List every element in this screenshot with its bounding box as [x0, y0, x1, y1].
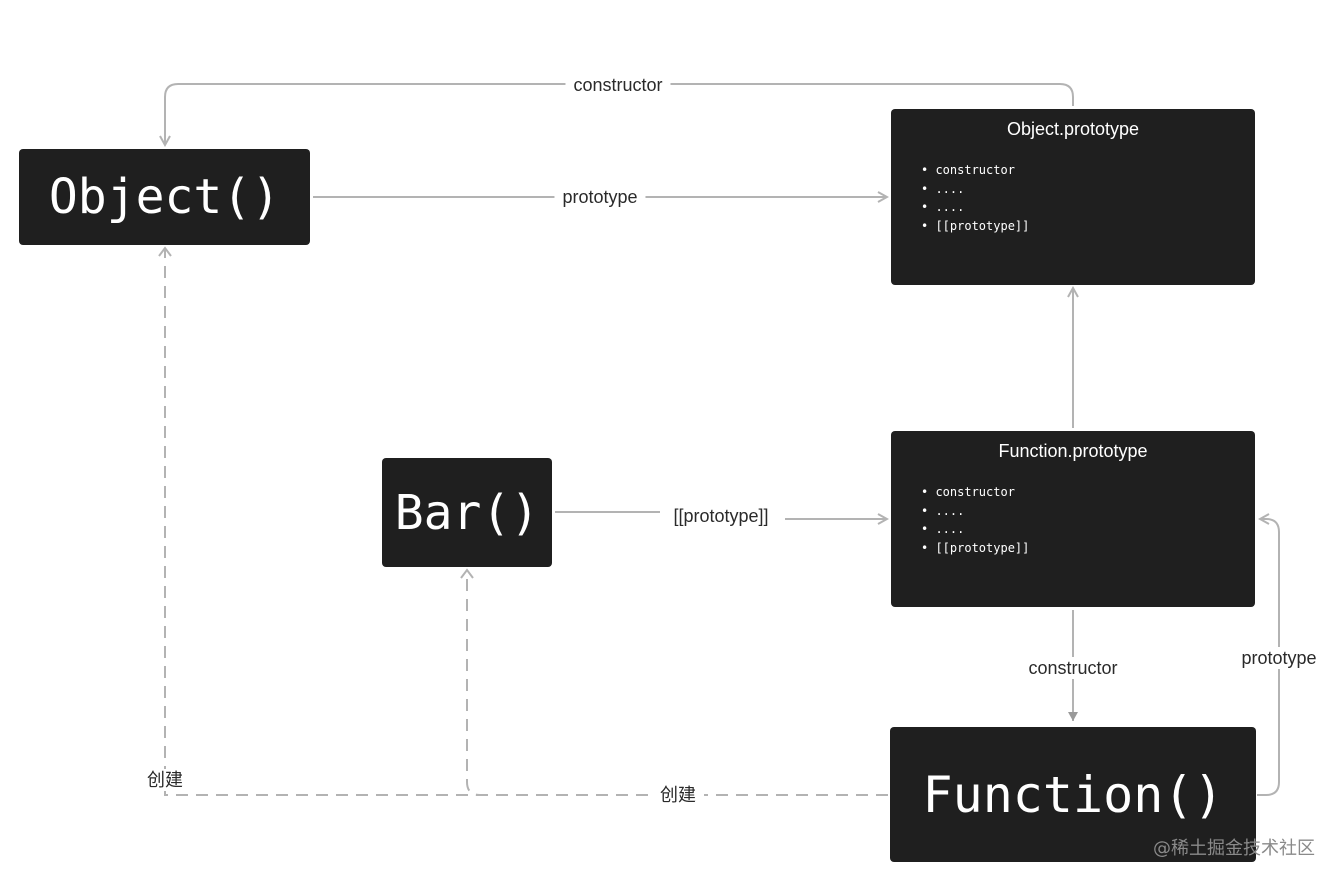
- member-item: ....: [921, 198, 1029, 217]
- edge-create-bar: [466, 572, 888, 796]
- function-constructor-label: Function(): [922, 765, 1224, 824]
- function-prototype-node: Function.prototype constructor .... ....…: [891, 431, 1255, 607]
- member-item: ....: [921, 520, 1029, 539]
- function-prototype-members: constructor .... .... [[prototype]]: [921, 483, 1029, 557]
- object-constructor-node: Object(): [19, 149, 310, 245]
- object-prototype-members: constructor .... .... [[prototype]]: [921, 161, 1029, 235]
- function-constructor-node: Function(): [890, 727, 1256, 862]
- label-bar-proto-link: [[prototype]]: [669, 505, 773, 527]
- member-item: ....: [921, 502, 1029, 521]
- function-prototype-title: Function.prototype: [998, 441, 1148, 461]
- member-item: constructor: [921, 483, 1029, 502]
- object-prototype-node: Object.prototype constructor .... .... […: [891, 109, 1255, 285]
- member-item: ....: [921, 180, 1029, 199]
- label-create-object: 创建: [139, 769, 191, 791]
- object-prototype-title: Object.prototype: [1006, 119, 1140, 139]
- bar-constructor-node: Bar(): [382, 458, 552, 567]
- watermark: @稀土掘金技术社区: [1153, 838, 1315, 859]
- member-item: [[prototype]]: [921, 539, 1029, 558]
- object-constructor-label: Object(): [48, 169, 281, 225]
- member-item: constructor: [921, 161, 1029, 180]
- label-object-prototype: prototype: [554, 186, 646, 208]
- member-item: [[prototype]]: [921, 217, 1029, 236]
- label-function-proto-constructor: constructor: [1020, 657, 1126, 679]
- label-create-bar: 创建: [652, 784, 704, 806]
- label-object-proto-constructor: constructor: [565, 74, 671, 96]
- bar-constructor-label: Bar(): [394, 484, 540, 541]
- label-function-prototype: prototype: [1239, 647, 1319, 669]
